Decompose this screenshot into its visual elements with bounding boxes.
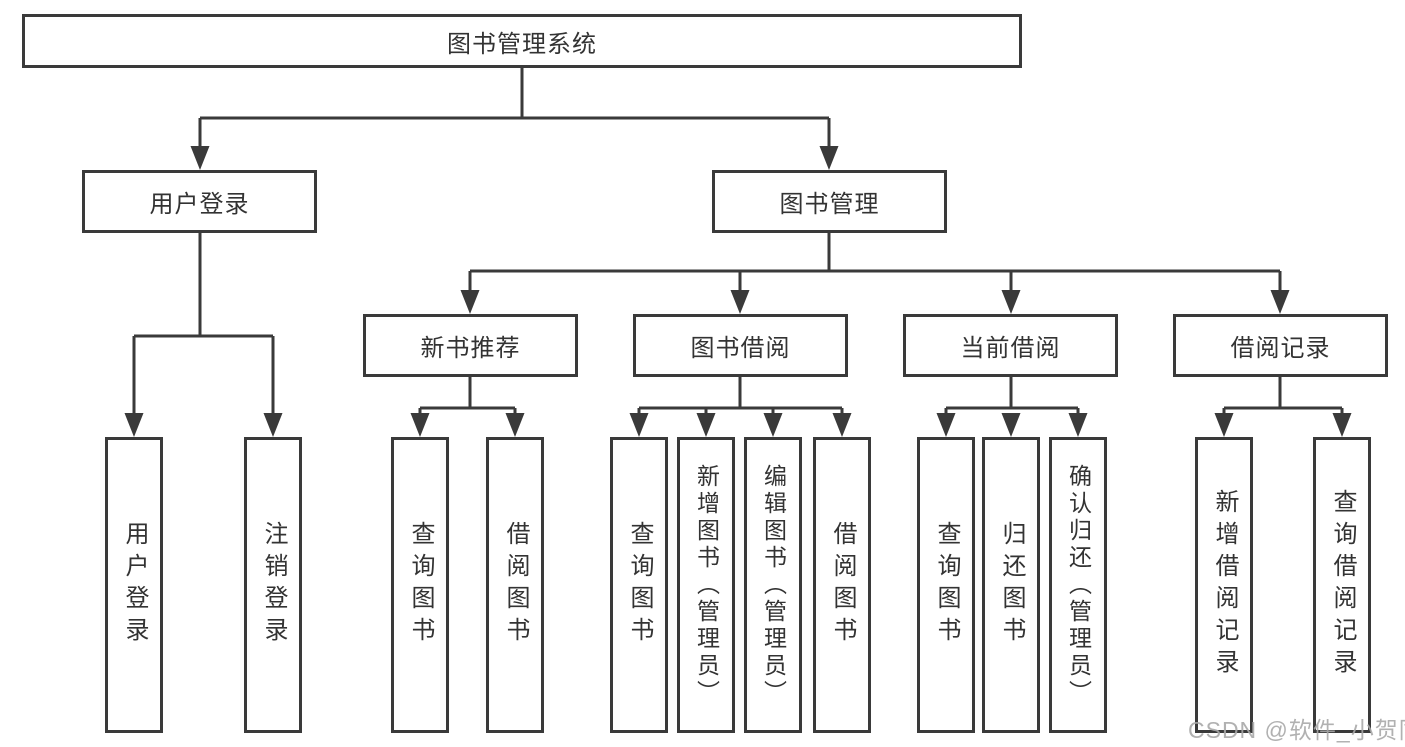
csdn-watermark: CSDN @软件_小贺同学 (1188, 717, 1405, 743)
leaf-query-books-recommend: 查询图书 (391, 437, 449, 733)
leaf-query-books-borrowing: 查询图书 (610, 437, 668, 733)
leaf-query-books-borrowing-label: 查询图书 (626, 521, 653, 649)
leaf-confirm-return-admin-label: 确认归还（管理员） (1065, 463, 1092, 707)
leaf-user-login-label: 用户登录 (121, 521, 148, 649)
leaf-return-books: 归还图书 (982, 437, 1040, 733)
tree-edges (132, 68, 1344, 417)
leaf-add-books-admin-label: 新增图书（管理员） (693, 463, 720, 707)
leaf-query-books-recommend-label: 查询图书 (407, 521, 434, 649)
leaf-query-borrow-record-label: 查询借阅记录 (1329, 489, 1356, 681)
node-library-system: 图书管理系统 (22, 14, 1022, 68)
node-current-borrowing: 当前借阅 (903, 314, 1118, 377)
leaf-borrow-books-recommend: 借阅图书 (486, 437, 544, 733)
leaf-logout-label: 注销登录 (260, 521, 287, 649)
leaf-return-books-label: 归还图书 (998, 521, 1025, 649)
leaf-add-borrow-record: 新增借阅记录 (1195, 437, 1253, 733)
leaf-add-borrow-record-label: 新增借阅记录 (1211, 489, 1238, 681)
node-borrowing-records: 借阅记录 (1173, 314, 1388, 377)
leaf-query-books-current-label: 查询图书 (933, 521, 960, 649)
leaf-query-borrow-record: 查询借阅记录 (1313, 437, 1371, 733)
leaf-add-books-admin: 新增图书（管理员） (677, 437, 735, 733)
node-new-book-recommend: 新书推荐 (363, 314, 578, 377)
node-book-borrowing: 图书借阅 (633, 314, 848, 377)
leaf-edit-books-admin-label: 编辑图书（管理员） (760, 463, 787, 707)
leaf-user-login: 用户登录 (105, 437, 163, 733)
leaf-borrow-books-label: 借阅图书 (829, 521, 856, 649)
arrowheads (124, 146, 1352, 437)
leaf-query-books-current: 查询图书 (917, 437, 975, 733)
node-user-login: 用户登录 (82, 170, 317, 233)
node-book-management: 图书管理 (712, 170, 947, 233)
leaf-borrow-books-recommend-label: 借阅图书 (502, 521, 529, 649)
leaf-edit-books-admin: 编辑图书（管理员） (744, 437, 802, 733)
leaf-confirm-return-admin: 确认归还（管理员） (1049, 437, 1107, 733)
leaf-borrow-books: 借阅图书 (813, 437, 871, 733)
leaf-logout: 注销登录 (244, 437, 302, 733)
